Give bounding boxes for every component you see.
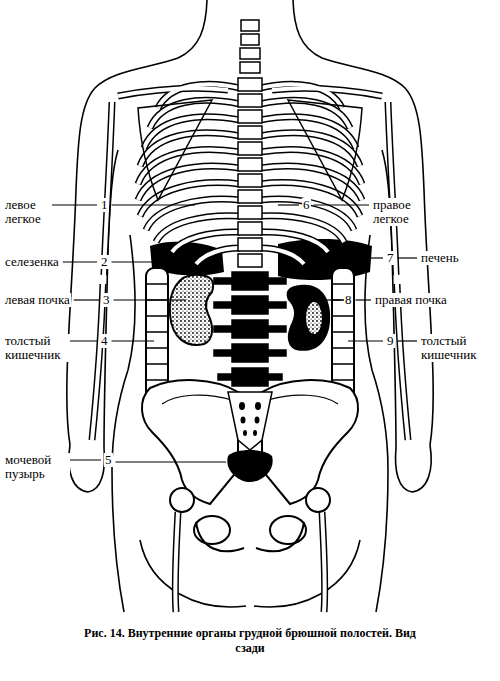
leader-lines <box>74 299 99 300</box>
leader-lines <box>356 299 372 300</box>
spine <box>218 374 282 380</box>
skeleton <box>256 84 408 612</box>
kidney-detail <box>306 302 322 334</box>
sacrum-foramina <box>253 430 257 436</box>
callout-number: 5 <box>104 453 113 467</box>
spine <box>238 254 262 267</box>
leader-lines <box>348 340 383 341</box>
leader-lines <box>116 461 227 462</box>
sacrum-foramina <box>239 402 245 410</box>
organ-label: правая почка <box>374 293 448 307</box>
spine <box>240 48 260 59</box>
spine <box>214 20 286 450</box>
callout-number: 8 <box>344 293 353 307</box>
callout-number: 2 <box>100 255 109 269</box>
spine <box>241 34 259 45</box>
sacrum-foramina <box>239 402 261 436</box>
organ-label: селезенка <box>4 255 60 269</box>
spine <box>214 350 286 356</box>
spine <box>238 238 262 251</box>
ilium <box>142 380 238 504</box>
leader-lines <box>314 204 370 205</box>
spine <box>238 78 262 91</box>
figure-caption: Рис. 14. Внутренние органы грудной брюшн… <box>70 626 430 656</box>
scapula <box>138 100 212 200</box>
sacrum-foramina <box>243 430 247 436</box>
bone-fill <box>92 84 240 612</box>
spine <box>241 20 259 31</box>
spine <box>238 158 262 171</box>
colon-shape <box>332 268 354 400</box>
leader-lines <box>114 299 187 300</box>
organ-label: толстый кишечник <box>420 334 486 362</box>
sacrum-foramina <box>255 417 260 424</box>
bone-outline <box>92 84 240 612</box>
spine <box>238 174 262 187</box>
spine <box>214 278 286 284</box>
leader-lines <box>398 340 418 341</box>
callout-number: 7 <box>386 251 395 265</box>
femur-head <box>170 488 194 512</box>
leader-lines <box>63 261 97 262</box>
spine <box>238 190 262 203</box>
callout-number: 6 <box>302 198 311 212</box>
spine <box>238 94 262 107</box>
leader-lines <box>112 204 196 205</box>
body-outline <box>112 235 135 612</box>
leader-lines <box>112 261 173 262</box>
leader-lines <box>112 340 155 341</box>
ilium-line <box>162 395 232 404</box>
leader-lines <box>398 257 418 258</box>
obturator-ring <box>194 516 230 544</box>
spine <box>214 326 286 332</box>
organ-label: толстый кишечник <box>4 334 70 362</box>
spine <box>214 302 286 308</box>
callout-number: 1 <box>100 198 109 212</box>
leader-lines <box>278 204 299 205</box>
organ-label: левая почка <box>4 293 71 307</box>
spine <box>238 142 262 155</box>
leader-lines <box>45 204 97 205</box>
spine <box>228 392 272 450</box>
leader-lines <box>320 299 341 300</box>
colon-folds <box>332 284 354 380</box>
spine <box>238 110 262 123</box>
organ-label: левое легкое <box>4 198 52 226</box>
spine <box>240 62 260 73</box>
spine <box>238 126 262 139</box>
body-outline <box>69 445 105 492</box>
sacrum-foramina <box>255 402 261 410</box>
sacrum-foramina <box>241 417 246 424</box>
kidney-shape <box>170 275 214 345</box>
organs <box>146 239 372 400</box>
callout-number: 3 <box>102 293 111 307</box>
organ-label: правое легкое <box>372 198 420 226</box>
spine <box>238 206 262 219</box>
callout-number: 9 <box>386 334 395 348</box>
skeleton <box>92 84 244 612</box>
body-outline <box>140 540 246 607</box>
leader-lines <box>362 257 383 258</box>
organ-label: мочевой пузырь <box>4 453 70 481</box>
pubic-bone <box>196 522 244 551</box>
bladder-shape <box>227 450 272 482</box>
kidney-shape <box>287 285 331 351</box>
callout-number: 4 <box>100 334 109 348</box>
organ-label: печень <box>420 251 460 265</box>
colon-shape <box>146 268 168 400</box>
leader-lines <box>45 205 417 462</box>
colon-folds <box>146 284 168 380</box>
spine <box>238 222 262 235</box>
